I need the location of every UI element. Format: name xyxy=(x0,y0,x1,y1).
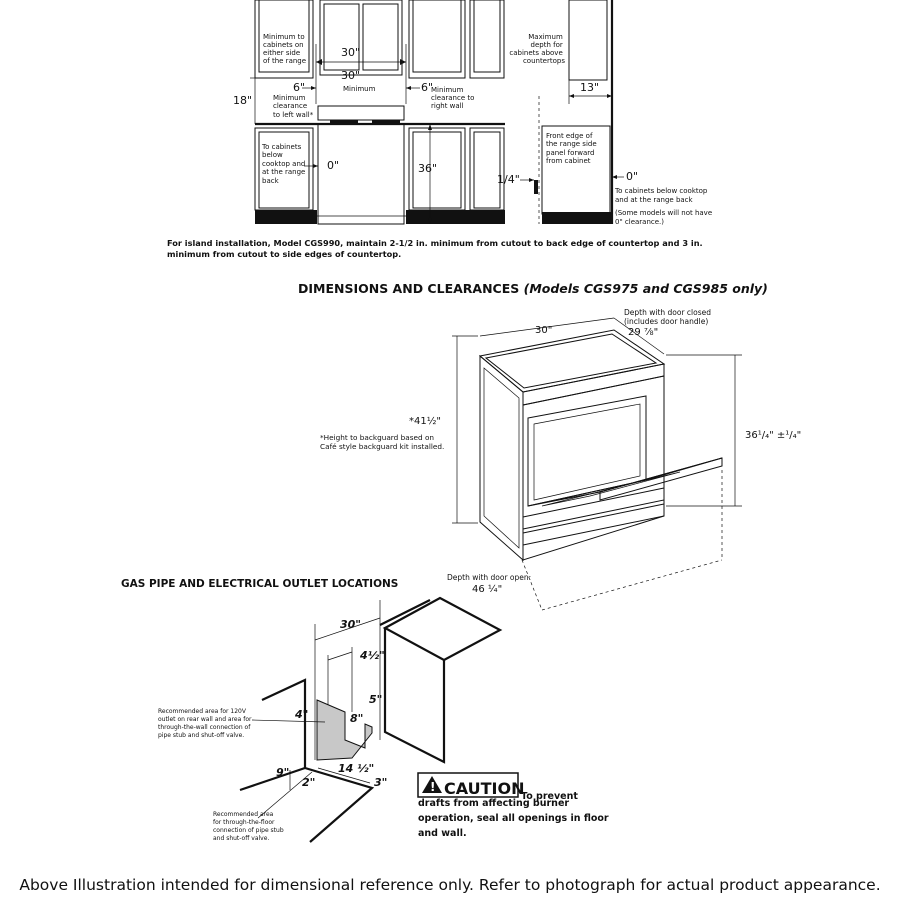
rec-wall-note: Recommended area for 120V outlet on rear… xyxy=(158,708,253,739)
rec-floor-note: Recommended area for through-the-floor c… xyxy=(213,811,286,842)
dim-0-left: 0" xyxy=(327,159,339,172)
svg-text:!: ! xyxy=(430,780,435,794)
caution-text: To prevent drafts from affecting burner … xyxy=(418,791,612,839)
min-clear-right-note: Minimum clearance to right wall xyxy=(431,86,477,110)
dim-30-top: 30" xyxy=(341,46,360,59)
depth-closed-label: Depth with door closed (includes door ha… xyxy=(624,308,713,326)
gas-heading: GAS PIPE AND ELECTRICAL OUTLET LOCATIONS xyxy=(121,578,398,590)
dim-quarter: 1/4" xyxy=(497,173,520,186)
gas-dim-14-5: 14 ½" xyxy=(338,762,374,775)
gas-dim-4: 4" xyxy=(294,708,308,721)
minimum-label: Minimum xyxy=(343,85,376,93)
range-body xyxy=(317,123,405,225)
caution-box: ! CAUTION xyxy=(417,772,524,798)
front-edge-note: Front edge of the range side panel forwa… xyxy=(546,132,599,165)
range-3d-drawing xyxy=(452,317,742,611)
upper-cabinet-side xyxy=(568,0,608,81)
upper-cabinet-center xyxy=(319,0,403,76)
upper-cabinet-right xyxy=(408,0,466,79)
gas-dim-5: 5" xyxy=(369,693,382,706)
min-cabinets-note: Minimum to cabinets on either side of th… xyxy=(263,33,307,65)
island-note: For island installation, Model CGS990, m… xyxy=(167,238,706,259)
min-clear-left-note: Minimum clearance to left wall* xyxy=(273,94,314,119)
dim-36: 36" xyxy=(418,162,437,175)
max-depth-note: Maximum depth for cabinets above counter… xyxy=(509,33,565,65)
dim-width-30: 30" xyxy=(535,325,552,336)
gas-dim-2: 2" xyxy=(302,776,315,789)
gas-dim-4-5: 4½" xyxy=(359,649,385,662)
dim-0-right: 0" xyxy=(626,170,638,183)
depth-closed-value: 29 ⅞" xyxy=(628,327,658,338)
cab-below-right-note: To cabinets below cooktop and at the ran… xyxy=(614,187,714,226)
warning-icon xyxy=(422,776,442,793)
dimensions-heading: DIMENSIONS AND CLEARANCES (Models CGS975… xyxy=(298,281,768,296)
caution-word: CAUTION xyxy=(444,779,524,798)
dim-18: 18" xyxy=(233,94,252,107)
dim-30-mid: 30" xyxy=(341,69,360,82)
gas-dim-8: 8" xyxy=(350,712,363,725)
gas-pipe-drawing xyxy=(239,596,503,843)
range-cooktop xyxy=(317,105,405,121)
gas-dim-9: 9" xyxy=(276,766,289,779)
clearance-side-view: 13" Maximum depth for cabinets above cou… xyxy=(497,0,714,226)
upper-cabinet-left xyxy=(254,0,314,79)
clearance-front-view: 30" 30" Minimum 6" 6" 18" Minimum to cab… xyxy=(233,0,505,225)
height-range: 36¹/₄" ±¹/₄" xyxy=(745,430,801,441)
depth-open-value: 46 ¼" xyxy=(472,583,502,595)
dim-13: 13" xyxy=(580,81,599,94)
dim-6-left: 6" xyxy=(293,81,305,94)
cab-below-note: To cabinets below cooktop and at the ran… xyxy=(261,143,308,185)
backguard-note: *Height to backguard based on Café style… xyxy=(320,433,444,451)
gas-dim-3: 3" xyxy=(374,776,387,789)
depth-open-label: Depth with door open: xyxy=(447,573,531,582)
footer-note: Above Illustration intended for dimensio… xyxy=(19,876,881,894)
height-backguard: *41½" xyxy=(409,415,441,427)
dim-6-right: 6" xyxy=(421,81,433,94)
gas-dim-30: 30" xyxy=(340,618,361,631)
